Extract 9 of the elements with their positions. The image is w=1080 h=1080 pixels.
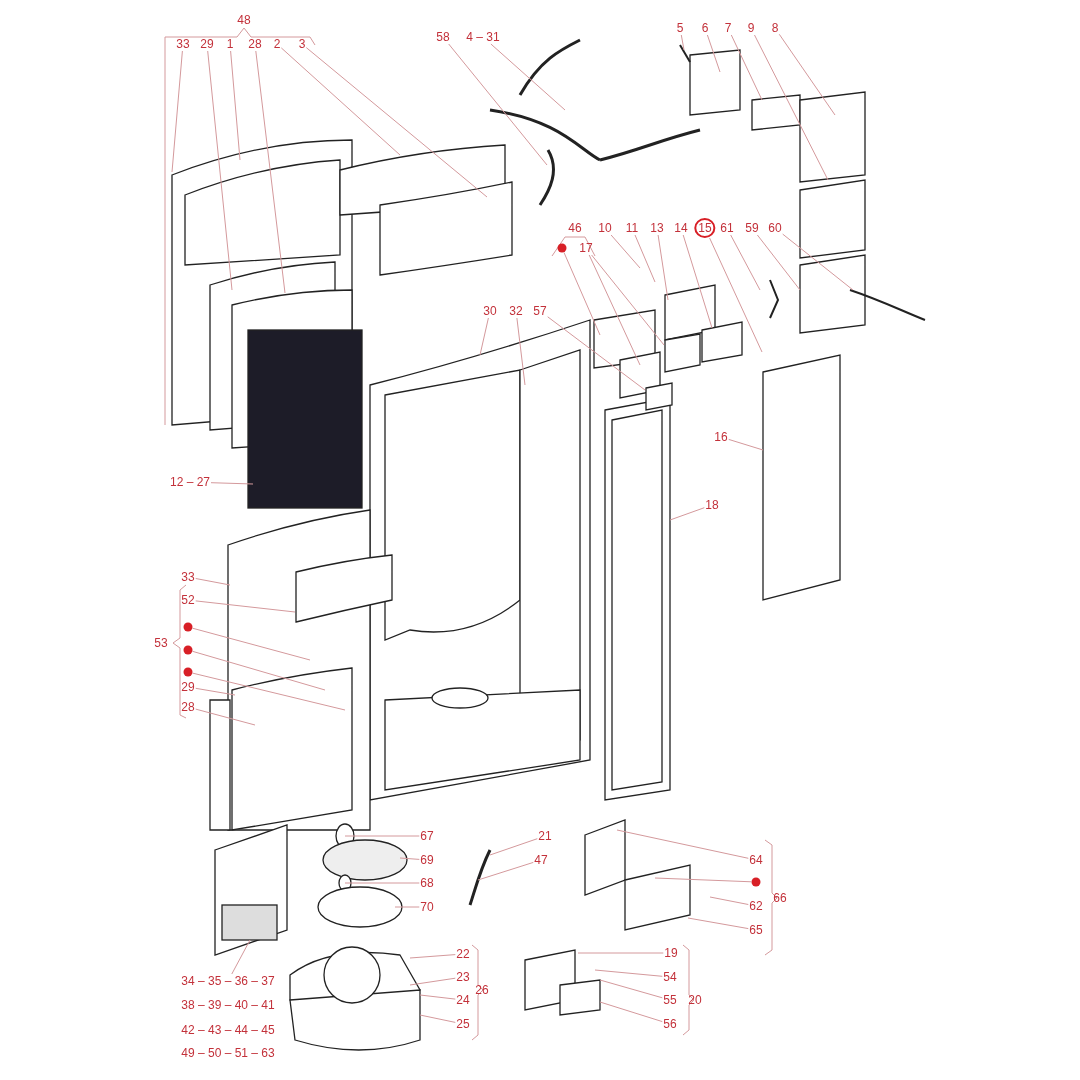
callout-number: 20 [687, 993, 703, 1007]
callout-number: 53 [153, 636, 169, 650]
callout-number: 49 – 50 – 51 – 63 [180, 1046, 276, 1060]
callout-number: 46 [567, 221, 583, 235]
callout-number: 38 – 39 – 40 – 41 [180, 998, 276, 1012]
callout-number: 66 [772, 891, 788, 905]
callout-number: 42 – 43 – 44 – 45 [180, 1023, 276, 1037]
callout-number: 26 [474, 983, 490, 997]
callout-number: 48 [236, 13, 252, 27]
